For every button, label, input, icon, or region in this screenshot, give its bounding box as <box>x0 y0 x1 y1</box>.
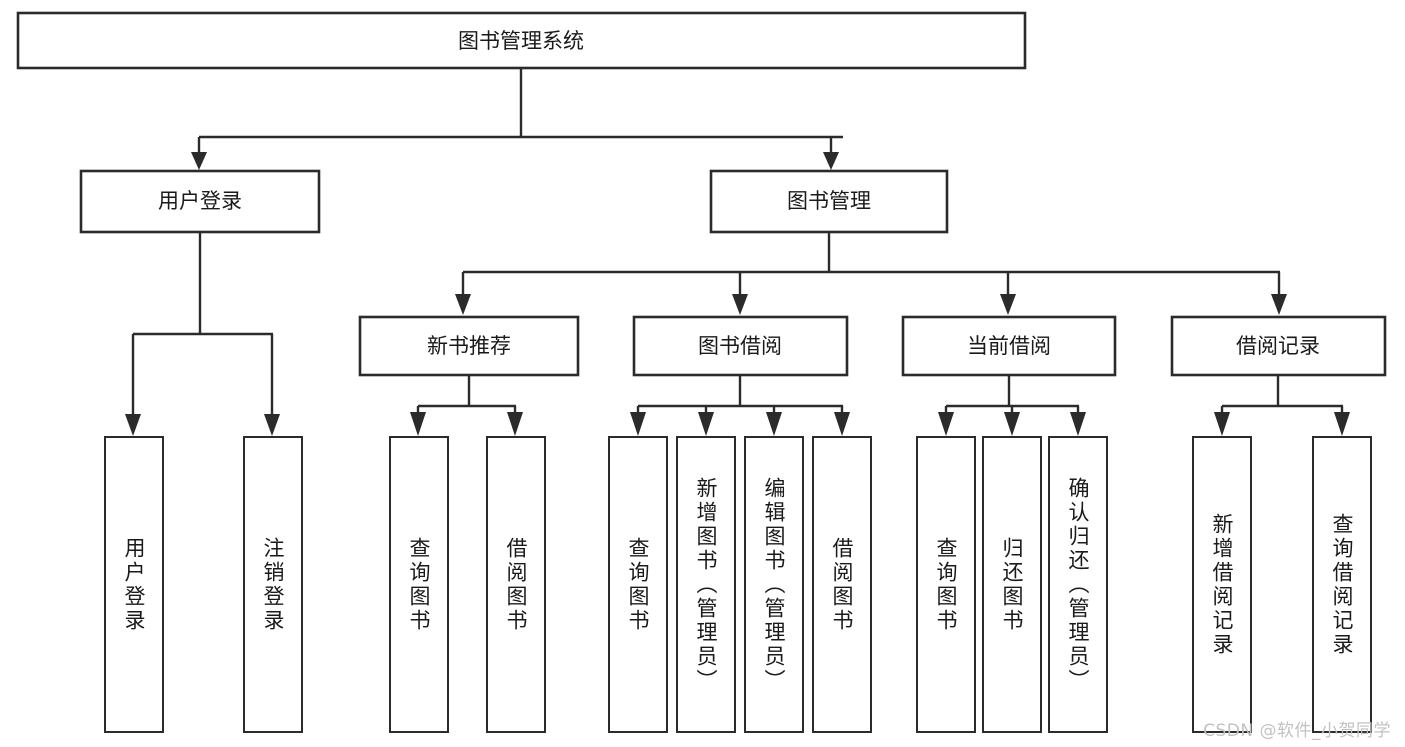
node-new-book-recommend-label: 新书推荐 <box>427 334 511 358</box>
arrow-head-icon <box>1271 294 1287 315</box>
leaf-borrow-record-0[interactable]: 新增借阅记录 <box>1192 436 1252 733</box>
arrow-head-icon <box>630 412 646 436</box>
arrow-head-icon <box>834 412 850 436</box>
leaf-user-login-0-label: 用户登录 <box>122 536 147 633</box>
leaf-current-borrow-2[interactable]: 确认归还（管理员） <box>1048 436 1108 733</box>
arrow-head-icon <box>191 152 207 170</box>
leaf-label-wrap: 编辑图书（管理员） <box>746 438 802 731</box>
arrow-head-icon <box>410 412 426 436</box>
leaf-user-login-1[interactable]: 注销登录 <box>243 436 303 733</box>
node-root-label: 图书管理系统 <box>458 29 584 53</box>
leaf-new-book-recommend-0[interactable]: 查询图书 <box>389 436 449 733</box>
leaf-user-login-1-label: 注销登录 <box>261 536 286 633</box>
node-new-book-recommend-box[interactable] <box>358 315 580 377</box>
leaf-label-wrap: 新增图书（管理员） <box>678 438 734 731</box>
leaf-label-wrap: 查询图书 <box>610 438 666 731</box>
arrow-head-icon <box>507 412 523 436</box>
arrow-head-icon <box>938 412 954 436</box>
leaf-label-wrap: 借阅图书 <box>488 438 544 731</box>
leaf-label-wrap: 借阅图书 <box>814 438 870 731</box>
leaf-borrow-record-1[interactable]: 查询借阅记录 <box>1312 436 1372 733</box>
leaf-current-borrow-1[interactable]: 归还图书 <box>982 436 1042 733</box>
arrow-head-icon <box>1334 412 1350 436</box>
node-book-management[interactable]: 图书管理 <box>709 169 949 234</box>
arrow-head-icon <box>766 412 782 436</box>
leaf-label-wrap: 查询图书 <box>391 438 447 731</box>
leaf-current-borrow-0[interactable]: 查询图书 <box>916 436 976 733</box>
arrow-head-icon <box>264 414 280 436</box>
node-borrow-record-label: 借阅记录 <box>1236 334 1320 358</box>
arrow-head-icon <box>1070 412 1086 436</box>
connector-borrow-record-to-leaves <box>1214 375 1350 436</box>
leaf-label-wrap: 新增借阅记录 <box>1194 438 1250 731</box>
connector-root-to-level2 <box>191 68 843 170</box>
arrow-head-icon <box>732 294 748 315</box>
arrow-head-icon <box>1214 412 1230 436</box>
leaf-book-borrow-1-label: 新增图书（管理员） <box>694 476 719 693</box>
connector-new-book-recommend-to-leaves <box>410 375 523 436</box>
node-current-borrow[interactable]: 当前借阅 <box>901 315 1117 377</box>
leaf-book-borrow-3-label: 借阅图书 <box>830 536 855 633</box>
leaf-label-wrap: 注销登录 <box>245 438 301 731</box>
connector-book-borrow-to-leaves <box>630 375 850 436</box>
node-borrow-record[interactable]: 借阅记录 <box>1170 315 1387 377</box>
node-user-login[interactable]: 用户登录 <box>79 169 321 234</box>
node-user-login-label: 用户登录 <box>158 189 242 213</box>
node-current-borrow-box[interactable] <box>901 315 1117 377</box>
leaf-label-wrap: 归还图书 <box>984 438 1040 731</box>
node-current-borrow-label: 当前借阅 <box>967 334 1051 358</box>
connector-user-login-to-leaves <box>125 232 280 436</box>
arrow-head-icon <box>823 152 839 170</box>
leaf-book-borrow-0[interactable]: 查询图书 <box>608 436 668 733</box>
leaf-current-borrow-2-label: 确认归还（管理员） <box>1066 476 1091 693</box>
connector-current-borrow-to-leaves <box>938 375 1086 436</box>
node-new-book-recommend[interactable]: 新书推荐 <box>358 315 580 377</box>
leaf-label-wrap: 查询图书 <box>918 438 974 731</box>
leaf-book-borrow-3[interactable]: 借阅图书 <box>812 436 872 733</box>
connector-book-management-to-level3 <box>455 232 1287 315</box>
arrow-head-icon <box>1000 294 1016 315</box>
node-book-management-label: 图书管理 <box>787 189 871 213</box>
leaf-book-borrow-0-label: 查询图书 <box>626 536 651 633</box>
arrow-head-icon <box>125 414 141 436</box>
leaf-borrow-record-1-label: 查询借阅记录 <box>1330 512 1355 657</box>
leaf-book-borrow-2[interactable]: 编辑图书（管理员） <box>744 436 804 733</box>
leaf-book-borrow-1[interactable]: 新增图书（管理员） <box>676 436 736 733</box>
leaf-label-wrap: 查询借阅记录 <box>1314 438 1370 731</box>
arrow-head-icon <box>698 412 714 436</box>
leaf-current-borrow-0-label: 查询图书 <box>934 536 959 633</box>
leaf-new-book-recommend-1[interactable]: 借阅图书 <box>486 436 546 733</box>
node-book-borrow-label: 图书借阅 <box>698 334 782 358</box>
leaf-new-book-recommend-1-label: 借阅图书 <box>504 536 529 633</box>
node-root-box[interactable] <box>16 11 1027 70</box>
node-root[interactable]: 图书管理系统 <box>16 11 1027 70</box>
leaf-label-wrap: 确认归还（管理员） <box>1050 438 1106 731</box>
leaf-book-borrow-2-label: 编辑图书（管理员） <box>762 476 787 693</box>
node-book-borrow-box[interactable] <box>632 315 849 377</box>
arrow-head-icon <box>455 294 471 315</box>
arrow-head-icon <box>1004 412 1020 436</box>
leaf-borrow-record-0-label: 新增借阅记录 <box>1210 512 1235 657</box>
node-book-borrow[interactable]: 图书借阅 <box>632 315 849 377</box>
leaf-new-book-recommend-0-label: 查询图书 <box>407 536 432 633</box>
leaf-current-borrow-1-label: 归还图书 <box>1000 536 1025 633</box>
leaf-label-wrap: 用户登录 <box>106 438 162 731</box>
leaf-user-login-0[interactable]: 用户登录 <box>104 436 164 733</box>
